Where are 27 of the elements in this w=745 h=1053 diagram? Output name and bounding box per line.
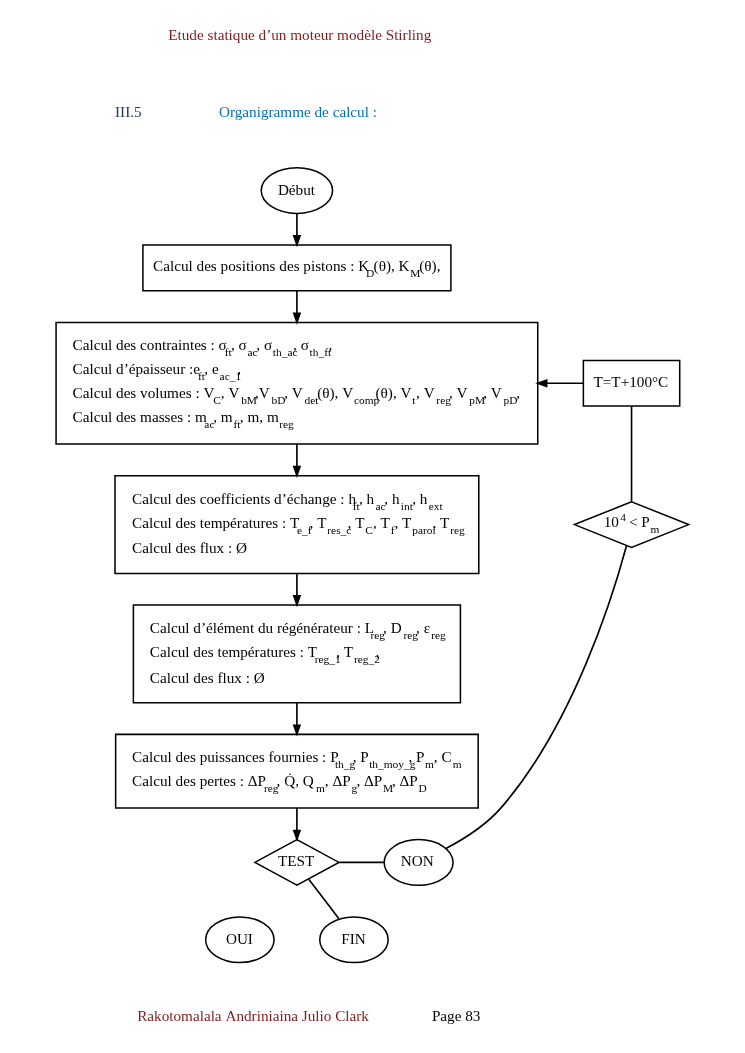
arrow (535, 379, 584, 388)
arrow (292, 702, 302, 737)
arrow (292, 290, 302, 325)
label: Rakotomalala Andriniaina Julio Clark (137, 1006, 369, 1024)
arrow (292, 572, 302, 608)
arrow (292, 807, 302, 842)
label: III.5 (115, 103, 142, 121)
label: Page 83 (431, 1006, 481, 1024)
node-box: Calcul des positions des pistons : K$_{D}$(θ), K$_{M}$(θ), (142, 244, 452, 292)
arrow (292, 212, 302, 248)
connector (307, 878, 340, 920)
node-box: Calcul des puissances fournies : P$_{th_g}$, P$_{th_moy_g}$, P$_{m}$, C$_{m}$ Calcul des pertes : ΔP$_{reg}$, Q̇, Q$_{m}$, ΔP$_{g}$, ΔP$_{M}$, ΔP$_{D}$ (114, 733, 479, 809)
arrow (292, 443, 302, 478)
node-diamond: TEST (253, 838, 341, 887)
connector (630, 405, 633, 503)
label: Organigramme de calcul : (218, 103, 377, 121)
node-ellipse: FIN (318, 916, 389, 964)
node-box: Calcul d’élément du régénérateur : L$_{reg}$, D$_{reg}$, ε$_{reg}$ Calcul des températures : T$_{reg_1}$, T$_{reg_2}$, Calcul des flux : Ø (132, 604, 462, 704)
node-diamond: 10$^{4}$ < P$_{m}$ (572, 500, 691, 549)
node-ellipse: Début (260, 167, 334, 215)
node-box: Calcul des contraintes : σ$_{ft}$, σ$_{ac}$, σ$_{th_ac}$, σ$_{th_ft}$, Calcul d’épaisseur :e$_{ft}$, e$_{ac_1}$, Calcul des volumes : V$_{C}$, V$_{bM}$,V$_{bD}$, V$_{det}$(θ), V$_{comp}$(θ), V$_{t}$, V$_{reg}$, V$_{pM}$, V$_{pD}$, Calcul des masses : m$_{ac}$, m$_{ft}$, m, m$_{reg}$ (55, 321, 539, 445)
connector (338, 861, 385, 864)
label: Etude statique d’un moteur modèle Stirling (168, 25, 432, 43)
node-ellipse: OUI (204, 916, 275, 964)
connector (445, 544, 628, 850)
node-ellipse: NON (383, 838, 454, 886)
node-box: T=T+100°C (582, 359, 681, 407)
